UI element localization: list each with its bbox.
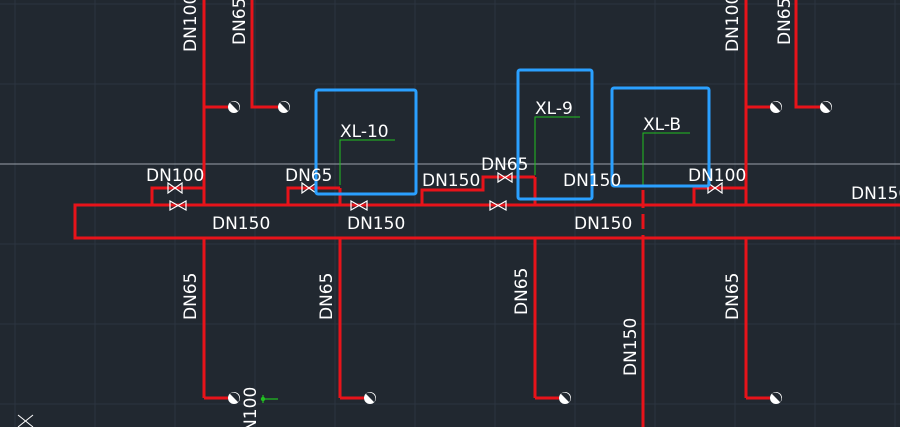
sprinkler-head-icon[interactable]	[559, 392, 571, 404]
gate-valve-icon[interactable]	[497, 171, 513, 184]
riser-label: XL-10	[340, 122, 389, 142]
main-pipe-dn150[interactable]	[73, 203, 900, 240]
size-label: DN65	[230, 0, 250, 45]
size-label: DN150	[574, 214, 632, 234]
size-label: DN150	[422, 171, 480, 191]
gate-valve-icon[interactable]	[707, 181, 723, 195]
size-label: DN65	[317, 273, 337, 320]
size-label: DN150	[212, 214, 270, 234]
pipe-labels: XL-10 XL-9 XL-B DN150 DN150 DN150 DN150 …	[146, 0, 900, 427]
sprinkler-head-icon[interactable]	[364, 392, 376, 404]
branch-left-dn65[interactable]	[250, 0, 278, 109]
valve-branch-xl10[interactable]	[286, 186, 340, 205]
gate-valve-icon[interactable]	[350, 199, 368, 212]
gate-valve-icon[interactable]	[167, 181, 183, 195]
ucs-axis-icon	[260, 395, 278, 403]
size-label: DN100	[181, 0, 201, 52]
riser-xl10-selection[interactable]	[314, 88, 418, 196]
sprinkler-head-icon[interactable]	[770, 101, 782, 113]
size-label: DN65	[481, 155, 528, 175]
valve-branch-right[interactable]	[692, 186, 746, 205]
size-label: DN100	[688, 166, 746, 186]
ucs-cross-icon	[17, 414, 34, 427]
riser-leaders	[339, 116, 690, 185]
size-label: DN65	[723, 273, 743, 320]
riser-xl9-selection[interactable]	[516, 68, 594, 201]
size-label: DN150	[621, 318, 641, 376]
sprinkler-head-icon[interactable]	[228, 101, 240, 113]
size-label: DN65	[512, 268, 532, 315]
riser-label: XL-9	[535, 99, 573, 119]
branch-right-dn65[interactable]	[794, 0, 820, 109]
size-label: DN65	[775, 0, 795, 45]
size-label: DN150	[563, 171, 621, 191]
size-label: DN100	[723, 0, 743, 52]
gate-valve-icon[interactable]	[169, 199, 187, 212]
size-label: DN150	[347, 214, 405, 234]
valve-branch-xl9[interactable]	[420, 175, 535, 205]
size-label: DN100	[146, 166, 204, 186]
sprinkler-head-icon[interactable]	[770, 392, 782, 404]
sprinkler-head-icon[interactable]	[228, 392, 240, 404]
sprinkler-head-icon[interactable]	[278, 101, 290, 113]
size-label: DN65	[181, 273, 201, 320]
sprinkler-head-icon[interactable]	[820, 101, 832, 113]
valve-branch-left[interactable]	[150, 186, 204, 205]
riser-label: XL-B	[643, 115, 681, 135]
sprinkler-heads	[228, 101, 832, 404]
size-label: DN150	[851, 184, 900, 204]
pipe-gaps	[338, 208, 748, 235]
size-label: DN65	[285, 166, 332, 186]
selection-highlights	[314, 68, 711, 201]
pipe-network	[73, 0, 900, 427]
size-label: DN100	[241, 387, 261, 427]
riser-xlb-selection[interactable]	[610, 86, 711, 188]
gate-valve-icon[interactable]	[489, 199, 507, 212]
